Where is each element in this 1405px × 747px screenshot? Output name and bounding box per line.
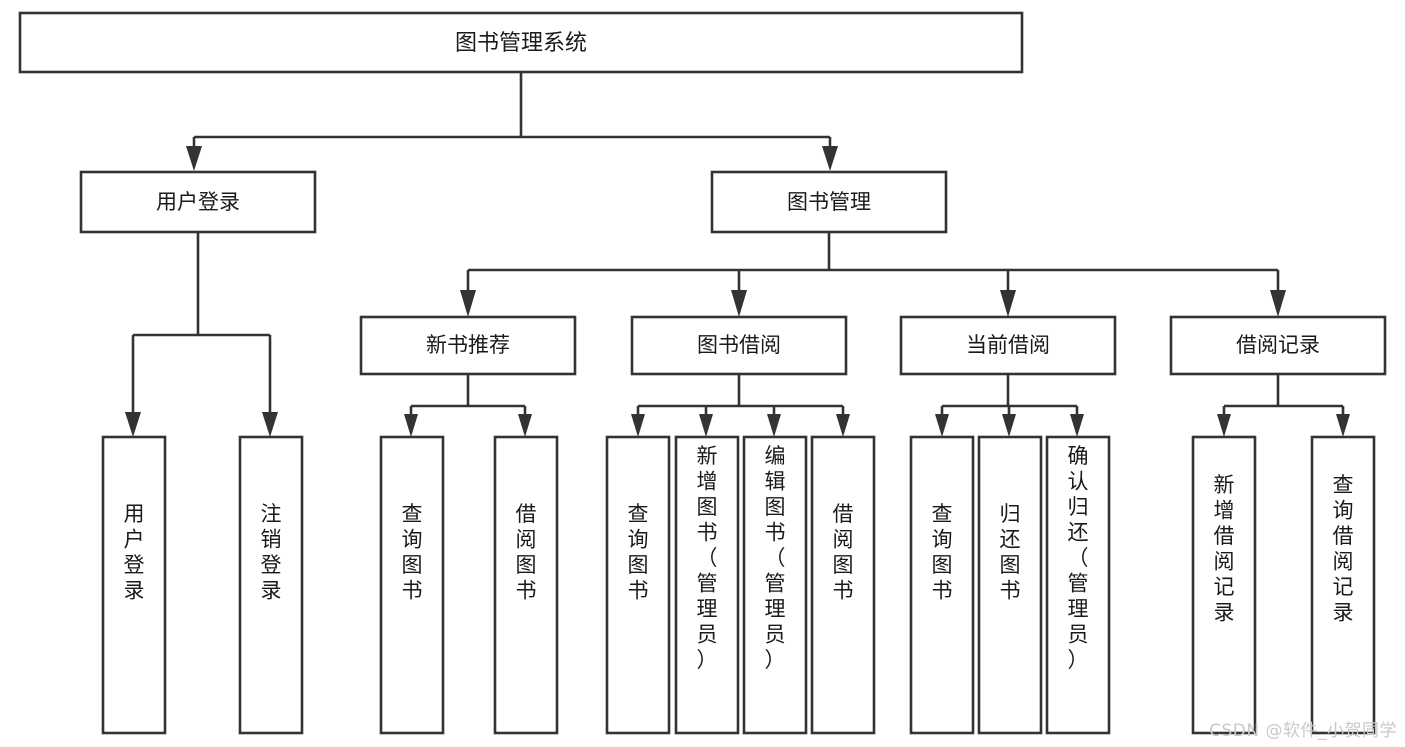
node-leaf-return-book[interactable]: 归还图书 xyxy=(977,435,1043,735)
arrow-head-icon xyxy=(404,414,418,437)
node-root-label: 图书管理系统 xyxy=(455,31,587,56)
node-leaf-query-book-1-label: 查询图书 xyxy=(402,502,423,603)
node-new-book-recommend-label: 新书推荐 xyxy=(426,333,510,357)
arrow-head-icon xyxy=(1270,290,1286,317)
node-leaf-query-record-label: 查询借阅记录 xyxy=(1333,473,1354,625)
arrow-head-icon xyxy=(1002,414,1016,437)
node-leaf-query-book-1[interactable]: 查询图书 xyxy=(379,435,445,735)
node-leaf-query-book-2[interactable]: 查询图书 xyxy=(605,435,671,735)
node-leaf-confirm-return-label: 确认归还（管理员） xyxy=(1068,444,1089,672)
connector-borrow-record-children xyxy=(1217,374,1350,437)
node-book-borrow-label: 图书借阅 xyxy=(697,333,781,357)
node-leaf-user-logout[interactable]: 注销登录 xyxy=(238,435,304,735)
node-borrow-record[interactable]: 借阅记录 xyxy=(1169,315,1387,376)
arrow-head-icon xyxy=(731,290,747,317)
node-leaf-user-login-label: 用户登录 xyxy=(124,502,145,603)
node-leaf-user-logout-label: 注销登录 xyxy=(261,502,282,603)
arrow-head-icon xyxy=(186,146,202,171)
arrow-head-icon xyxy=(699,414,713,437)
arrow-head-icon xyxy=(1217,414,1231,437)
arrow-head-icon xyxy=(767,414,781,437)
connector-current-borrow-children xyxy=(935,374,1084,437)
node-leaf-add-record-label: 新增借阅记录 xyxy=(1214,473,1235,625)
arrow-head-icon xyxy=(1070,414,1084,437)
node-leaf-borrow-book-1-label: 借阅图书 xyxy=(516,502,537,603)
node-user-login[interactable]: 用户登录 xyxy=(79,170,317,234)
node-current-borrow[interactable]: 当前借阅 xyxy=(899,315,1117,376)
node-leaf-borrow-book-2-label: 借阅图书 xyxy=(833,502,854,603)
node-leaf-add-record[interactable]: 新增借阅记录 xyxy=(1191,435,1257,735)
node-new-book-recommend[interactable]: 新书推荐 xyxy=(359,315,577,376)
node-leaf-add-book[interactable]: 新增图书（管理员） xyxy=(674,435,740,735)
node-leaf-return-book-label: 归还图书 xyxy=(1000,502,1021,603)
arrow-head-icon xyxy=(125,412,141,437)
node-leaf-query-book-3[interactable]: 查询图书 xyxy=(909,435,975,735)
node-book-borrow[interactable]: 图书借阅 xyxy=(630,315,848,376)
arrow-head-icon xyxy=(518,414,532,437)
node-book-manage[interactable]: 图书管理 xyxy=(710,170,948,234)
connector-book-manage-children xyxy=(460,232,1286,317)
arrow-head-icon xyxy=(631,414,645,437)
node-current-borrow-label: 当前借阅 xyxy=(966,333,1050,357)
arrow-head-icon xyxy=(836,414,850,437)
arrow-head-icon xyxy=(262,412,278,437)
connector-user-login-children xyxy=(125,232,278,437)
arrow-head-icon xyxy=(935,414,949,437)
connector-book-borrow-children xyxy=(631,374,850,437)
node-borrow-record-label: 借阅记录 xyxy=(1236,333,1320,357)
arrow-head-icon xyxy=(1336,414,1350,437)
connector-new-book-recommend-children xyxy=(404,374,532,437)
arrow-head-icon xyxy=(460,290,476,317)
node-leaf-query-book-2-label: 查询图书 xyxy=(628,502,649,603)
node-book-manage-label: 图书管理 xyxy=(787,190,871,214)
connector-root-trunk xyxy=(186,72,838,171)
node-leaf-query-book-3-label: 查询图书 xyxy=(932,502,953,603)
node-user-login-label: 用户登录 xyxy=(156,190,240,214)
node-leaf-borrow-book-1[interactable]: 借阅图书 xyxy=(493,435,559,735)
node-leaf-confirm-return[interactable]: 确认归还（管理员） xyxy=(1045,435,1111,735)
arrow-head-icon xyxy=(1000,290,1016,317)
node-leaf-user-login[interactable]: 用户登录 xyxy=(101,435,167,735)
node-leaf-borrow-book-2[interactable]: 借阅图书 xyxy=(810,435,876,735)
node-leaf-edit-book-label: 编辑图书（管理员） xyxy=(765,444,786,672)
arrow-head-icon xyxy=(822,146,838,171)
node-root[interactable]: 图书管理系统 xyxy=(18,11,1024,74)
node-leaf-edit-book[interactable]: 编辑图书（管理员） xyxy=(742,435,808,735)
node-leaf-add-book-label: 新增图书（管理员） xyxy=(697,444,718,672)
node-leaf-query-record[interactable]: 查询借阅记录 xyxy=(1310,435,1376,735)
